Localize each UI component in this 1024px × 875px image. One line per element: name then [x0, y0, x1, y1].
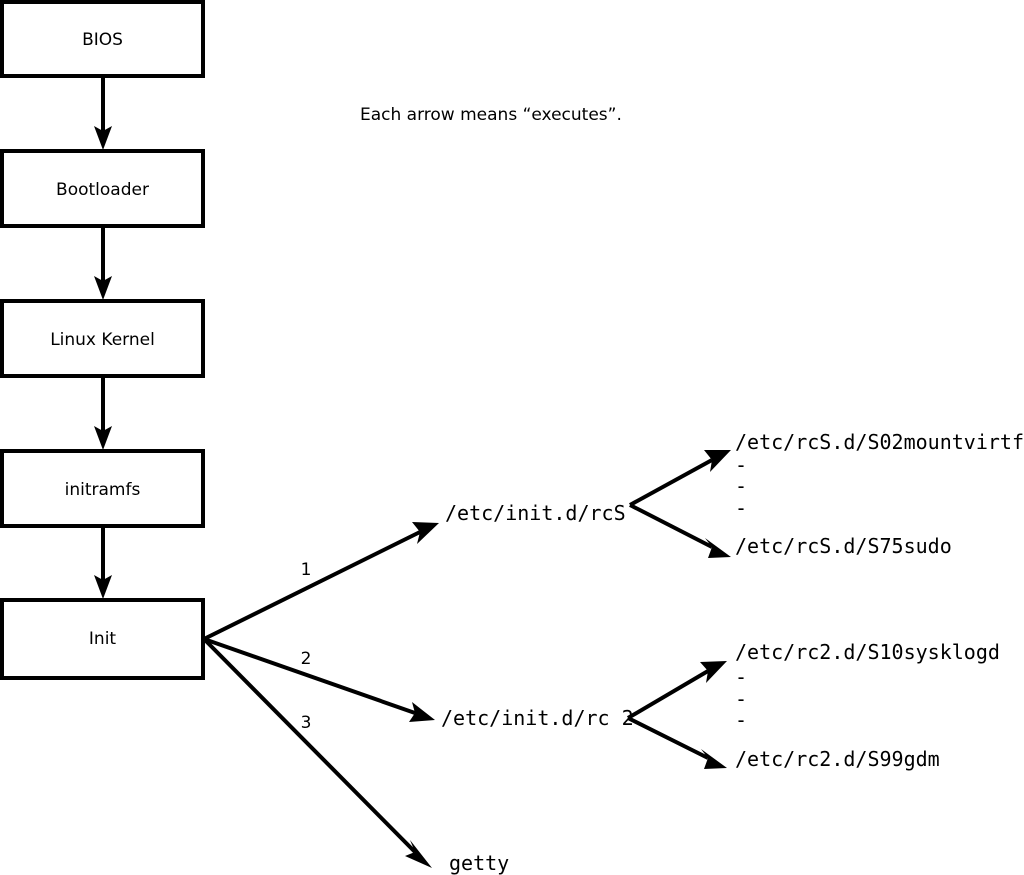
node-bios[interactable]: BIOS [0, 0, 205, 78]
node-bootloader[interactable]: Bootloader [0, 149, 205, 228]
node-linux-kernel-rect [0, 299, 205, 378]
node-bios-rect [0, 0, 205, 78]
rcsd-fanout-group: /etc/rcS.d/S02mountvirtfs /etc/rcS.d/S75… [629, 430, 1024, 558]
arrow-rc2-to-s99gdm [627, 716, 727, 769]
label-rcsd-first[interactable]: /etc/rcS.d/S02mountvirtfs [735, 430, 1024, 454]
node-bios-label: BIOS [82, 30, 123, 50]
node-initramfs-rect [0, 449, 205, 528]
arrow-rc2-to-s10sysklogd [626, 661, 727, 720]
edge-label-1: 1 [301, 560, 312, 580]
arrow-initramfs-to-init [94, 526, 112, 599]
script-labels: /etc/init.d/rcS /etc/init.d/rc 2 getty [441, 501, 634, 875]
node-initramfs[interactable]: initramfs [0, 449, 205, 528]
label-getty[interactable]: getty [449, 851, 509, 875]
arrow-bootloader-to-kernel [94, 226, 112, 300]
node-initramfs-label: initramfs [65, 480, 141, 500]
arrow-rcs-to-s02mountvirtfs [629, 450, 731, 507]
label-etc-init-d-rc2[interactable]: /etc/init.d/rc 2 [441, 706, 634, 730]
label-rc2d-first[interactable]: /etc/rc2.d/S10sysklogd [735, 640, 1000, 664]
rcsd-ellipsis-dash-2: - [735, 474, 747, 498]
arrow-init-to-rc2 [203, 637, 435, 722]
node-init[interactable]: Init [0, 598, 205, 680]
node-init-label: Init [89, 629, 117, 649]
init-fanout-arrows: 1 2 3 [202, 522, 439, 868]
edge-label-2: 2 [301, 649, 312, 669]
arrow-rcs-to-s75sudo [629, 503, 731, 558]
label-rcsd-last[interactable]: /etc/rcS.d/S75sudo [735, 534, 952, 558]
node-linux-kernel[interactable]: Linux Kernel [0, 299, 205, 378]
node-bootloader-label: Bootloader [56, 180, 149, 200]
rc2d-ellipsis-dash-2: - [735, 687, 747, 711]
rc2d-fanout-group: /etc/rc2.d/S10sysklogd /etc/rc2.d/S99gdm… [626, 640, 1000, 771]
legend-note: Each arrow means “executes”. [360, 105, 622, 125]
boot-chain-arrows [94, 76, 112, 599]
arrow-init-to-rcs [203, 522, 439, 641]
label-rc2d-last[interactable]: /etc/rc2.d/S99gdm [735, 747, 940, 771]
arrow-kernel-to-initramfs [94, 376, 112, 450]
rcsd-ellipsis-dash-1: - [735, 453, 747, 477]
edge-label-3: 3 [301, 713, 312, 733]
arrow-bios-to-bootloader [94, 76, 112, 150]
rc2d-ellipsis-dash-3: - [735, 708, 747, 732]
boot-chain-group: BIOS Bootloader Linux Kernel initramfs I… [0, 0, 205, 680]
node-linux-kernel-label: Linux Kernel [50, 330, 155, 350]
rc2d-ellipsis-dash-1: - [735, 665, 747, 689]
node-init-rect [0, 598, 205, 680]
label-etc-init-d-rcs[interactable]: /etc/init.d/rcS [445, 501, 626, 525]
arrow-init-to-getty [202, 637, 432, 868]
rcsd-ellipsis-dash-3: - [735, 496, 747, 520]
